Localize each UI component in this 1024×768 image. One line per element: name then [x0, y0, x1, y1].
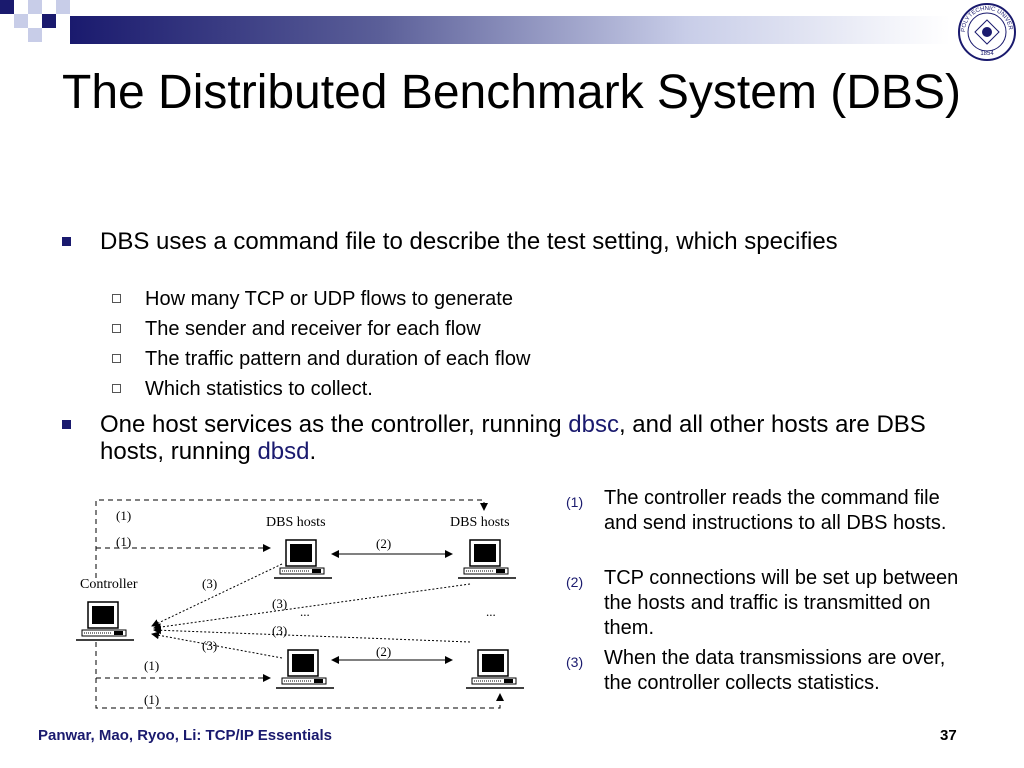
page-number: 37 [940, 727, 957, 744]
step-text: TCP connections will be set up between t… [604, 567, 959, 639]
dbs-host-computer-icon [465, 649, 525, 689]
step-number: (2) [566, 574, 584, 590]
hollow-square-bullet-icon [112, 294, 121, 303]
svg-text:(1): (1) [144, 658, 159, 673]
step-text: The controller reads the command file an… [604, 487, 947, 534]
dbs-host-computer-icon [457, 539, 517, 579]
svg-text:(2): (2) [376, 536, 391, 551]
bullet-text: One host services as the controller, run… [100, 411, 926, 465]
hollow-square-bullet-icon [112, 354, 121, 363]
dbsd-term: dbsd [257, 438, 310, 465]
dbs-diagram: DBS hosts DBS hosts Controller (1) (1) (… [75, 499, 525, 709]
hollow-square-bullet-icon [112, 384, 121, 393]
step-number: (3) [566, 654, 584, 670]
dbs-host-computer-icon [275, 649, 335, 689]
controller-computer-icon [75, 601, 135, 641]
host-label: DBS hosts [266, 515, 326, 530]
svg-text:...: ... [300, 604, 310, 619]
university-seal-logo: POLYTECHNIC UNIVERSITY 1854 [957, 2, 1016, 61]
controller-label: Controller [80, 577, 138, 592]
top-stripe [70, 16, 950, 44]
svg-text:1854: 1854 [980, 51, 994, 57]
dbs-host-computer-icon [273, 539, 333, 579]
svg-text:(1): (1) [116, 534, 131, 549]
step-number: (1) [566, 494, 584, 510]
svg-text:...: ... [486, 604, 496, 619]
footer-credit: Panwar, Mao, Ryoo, Li: TCP/IP Essentials [38, 727, 332, 744]
dbsc-term: dbsc [568, 411, 619, 438]
svg-text:(3): (3) [272, 623, 287, 638]
svg-text:(1): (1) [144, 692, 159, 707]
bullet-text: DBS uses a command file to describe the … [100, 228, 838, 255]
step-text: When the data transmissions are over, th… [604, 647, 946, 694]
host-label: DBS hosts [450, 515, 510, 530]
square-bullet-icon [62, 237, 71, 246]
svg-text:(3): (3) [202, 638, 217, 653]
page-title: The Distributed Benchmark System (DBS) [62, 66, 961, 119]
hollow-square-bullet-icon [112, 324, 121, 333]
svg-text:(3): (3) [272, 596, 287, 611]
corner-decoration [0, 0, 80, 50]
svg-text:(3): (3) [202, 576, 217, 591]
square-bullet-icon [62, 420, 71, 429]
svg-text:(1): (1) [116, 508, 131, 523]
svg-text:(2): (2) [376, 644, 391, 659]
